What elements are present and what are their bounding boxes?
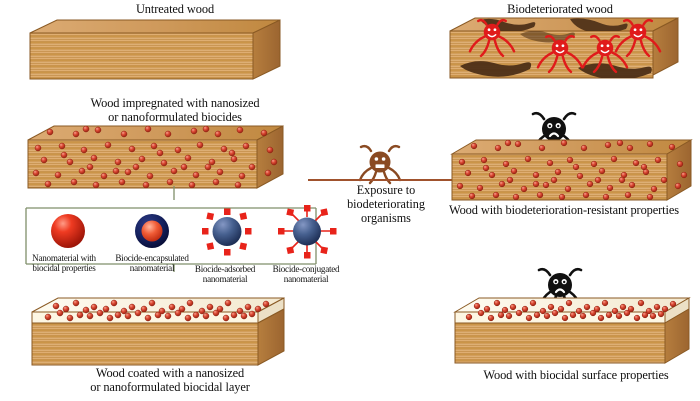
biodeteriorated-wood-caption: Biodeteriorated wood [430,2,690,16]
legend-label-nanomaterial-biocidal: Nanomaterial with biocidal properties [0,253,128,274]
nanoparticles-coating [44,299,270,322]
legend-label-line: nanomaterial [129,263,175,274]
caption-line: Wood coated with a nanosized [95,366,245,380]
organism-brown-happy [358,144,402,185]
caption-line: biodeteriorating [347,197,425,212]
biocidal-surface-wood-block [453,296,695,368]
legend-label-line: nanomaterial [202,274,248,285]
legend-sphere-biocide-encapsulated [135,214,169,248]
legend-label-line: Biocide-adsorbed [194,264,256,274]
resistant-wood-caption: Wood with biodeterioration-resistant pro… [428,203,700,217]
caption-line: Wood with biodeterioration-resistant pro… [448,203,679,217]
untreated-wood-caption: Untreated wood [60,2,290,16]
legend-sphere-biocide-adsorbed [202,208,252,256]
biodeteriorated-wood-block [449,17,690,98]
legend-label-biocide-encapsulated: Biocide-encapsulated nanomaterial [92,253,212,274]
caption-line: Untreated wood [135,2,215,16]
untreated-wood-block [29,19,281,100]
caption-line: organisms [361,211,411,226]
coated-wood-caption: Wood coated with a nanosized or nanoform… [45,366,295,394]
impregnated-wood-block [27,125,293,204]
caption-line: or nanoformulated biocidal layer [90,380,250,395]
coated-wood-block [31,296,292,371]
biocidal-surface-wood-caption: Wood with biocidal surface properties [452,368,700,382]
legend-sphere-biocide-conjugated [278,205,337,259]
legend-label-line: nanomaterial [283,274,329,285]
legend-label-line: Nanomaterial with [32,253,96,263]
legend-label-line: Biocide-encapsulated [115,253,189,263]
wood-block-shape [29,19,281,80]
nanoparticles-biocidal-surface [465,299,677,322]
legend-label-line: biocidal properties [32,263,96,274]
nanomaterial-legend [0,205,340,260]
organism-red-group [468,18,662,74]
legend-label-line: Biocide-conjugated [272,264,340,274]
legend-label-biocide-conjugated: Biocide-conjugated nanomaterial [245,264,367,285]
exposure-arrow [308,144,466,185]
caption-line: or nanoformulated biocides [108,110,242,125]
legend-sphere-nanomaterial-biocidal [51,214,85,248]
legend-bracket [25,186,317,272]
legend-label-biocide-adsorbed: Biocide-adsorbed nanomaterial [165,264,285,285]
nanoparticles-resistant [456,139,688,201]
nanoparticles-impregnated [32,125,278,189]
resistant-wood-block [450,139,697,210]
exposure-arrow-caption: Exposure to biodeteriorating organisms [296,183,476,226]
caption-line: Wood with biocidal surface properties [483,368,669,382]
caption-line: Exposure to [356,183,416,197]
impregnated-wood-caption: Wood impregnated with nanosized or nanof… [50,96,300,124]
caption-line: Wood impregnated with nanosized [90,96,260,110]
caption-line: Biodeteriorated wood [507,2,613,16]
